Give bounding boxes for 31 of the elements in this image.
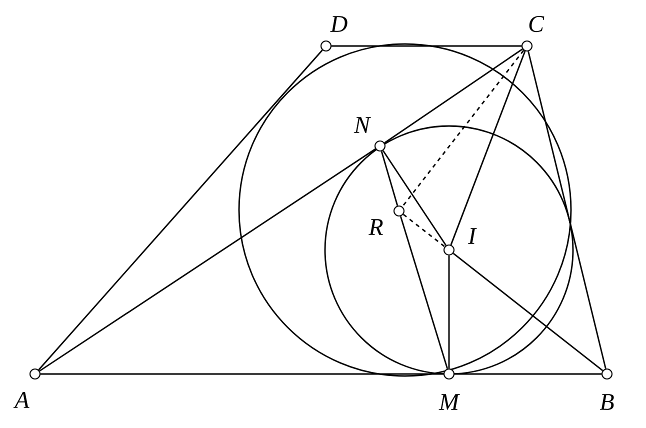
line-segment: [402, 214, 446, 248]
point-label: A: [13, 392, 30, 408]
point-label: C: [529, 16, 544, 32]
line-segment: [40, 373, 444, 375]
line-segment: [380, 151, 398, 206]
point: [374, 140, 386, 152]
point: [320, 40, 332, 52]
point: [393, 205, 405, 217]
point-label: R: [368, 219, 383, 235]
point-label: I: [468, 228, 477, 244]
point-label: D: [330, 16, 348, 32]
point: [443, 244, 455, 256]
point-label: B: [600, 394, 614, 410]
line-segment: [448, 256, 450, 368]
line-segment: [452, 252, 604, 372]
point: [601, 368, 613, 380]
line-segment: [382, 150, 447, 246]
line-segment: [402, 50, 524, 208]
line-segment: [400, 216, 448, 369]
point: [29, 368, 41, 380]
point: [521, 40, 533, 52]
line-segment: [332, 45, 522, 47]
point: [443, 368, 455, 380]
point-label: M: [438, 394, 460, 410]
line-segment: [528, 51, 606, 369]
line-segment: [38, 50, 323, 370]
line-segment: [39, 148, 376, 372]
point-label: N: [354, 117, 372, 133]
line-segment: [450, 50, 526, 246]
line-segment: [454, 373, 602, 375]
line-segment: [384, 48, 523, 144]
